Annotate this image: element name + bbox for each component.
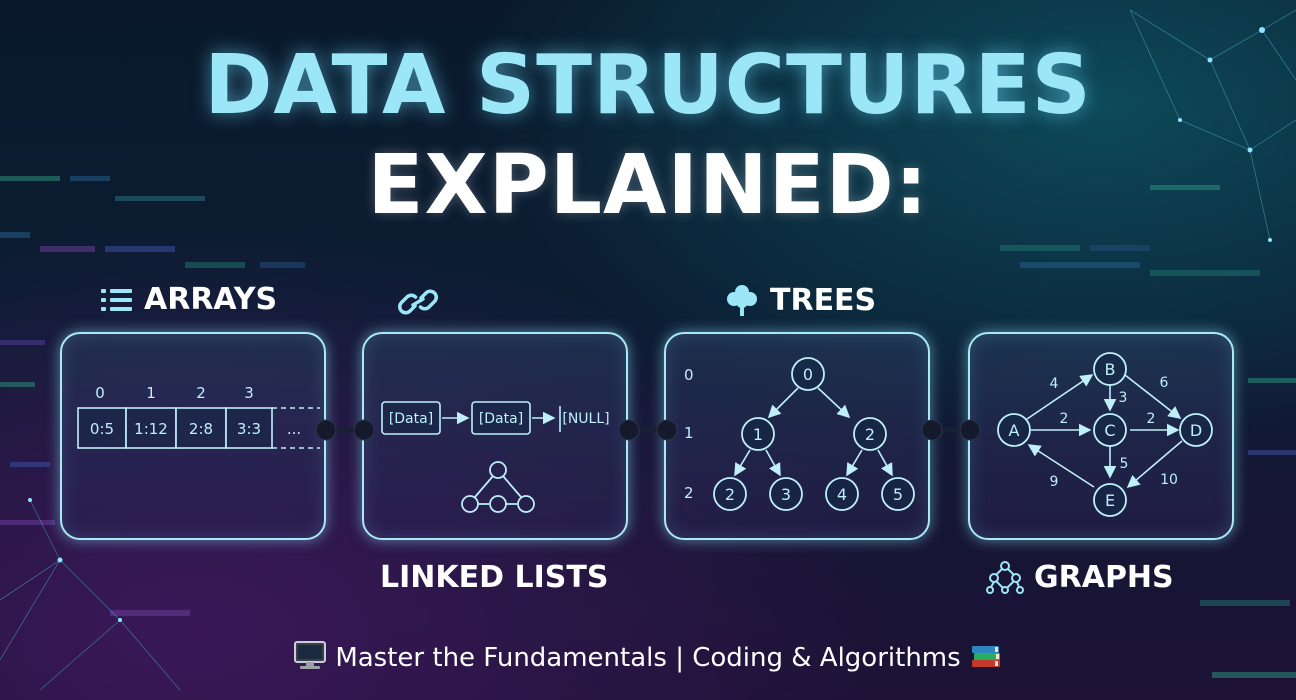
array-value: 3:3 (237, 420, 261, 438)
graphs-label: GRAPHS (1034, 560, 1174, 595)
list-null: [NULL] (562, 411, 609, 427)
edge-weight: 6 (1160, 375, 1169, 391)
edge-weight: 2 (1060, 411, 1069, 427)
arrays-heading: ARRAYS (100, 282, 277, 317)
edge-weight: 10 (1160, 472, 1178, 488)
graph-node (1093, 352, 1127, 386)
computer-icon (293, 640, 327, 677)
link-icon (398, 284, 438, 320)
tree-node-label: 1 (753, 425, 763, 444)
tree-node-label: 3 (781, 485, 791, 504)
arrays-label: ARRAYS (144, 282, 278, 317)
array-ellipsis: ... (287, 420, 301, 438)
linked-lists-icon-slot (398, 284, 438, 320)
tree-node-label: 4 (837, 485, 847, 504)
tree-node (825, 477, 859, 511)
array-index: 2 (196, 384, 206, 402)
graph-node-label: E (1105, 491, 1115, 510)
tree-node (769, 477, 803, 511)
tree-node-label: 0 (803, 365, 813, 384)
books-icon (969, 640, 1003, 677)
footer-text: Master the Fundamentals | Coding & Algor… (335, 643, 961, 673)
edge-weight: 9 (1050, 474, 1059, 490)
small-network-icon (461, 461, 535, 513)
panel-connector (315, 419, 375, 441)
trees-panel: 0 1 2 0 1 2 2 3 4 5 (664, 332, 930, 540)
panel-connector (921, 419, 981, 441)
graph-node-label: B (1105, 360, 1116, 379)
trees-label: TREES (770, 282, 877, 318)
linked-lists-label: LINKED LISTS (380, 560, 609, 595)
tree-level: 0 (684, 366, 694, 384)
list-node (471, 401, 531, 435)
tree-node (713, 477, 747, 511)
graph-node (1093, 413, 1127, 447)
graph-node-label: D (1190, 421, 1202, 440)
tree-node-label: 5 (893, 485, 903, 504)
footer: Master the Fundamentals | Coding & Algor… (0, 640, 1296, 677)
graphs-heading: GRAPHS (986, 560, 1174, 595)
tree-node-label: 2 (725, 485, 735, 504)
tree-node (881, 477, 915, 511)
linked-lists-panel: [Data] [Data] [NULL] (362, 332, 628, 540)
list-node-label: [Data] (479, 411, 523, 427)
graph-node-label: A (1009, 421, 1020, 440)
list-node-label: [Data] (389, 411, 433, 427)
tree-node (741, 417, 775, 451)
graph-node (997, 413, 1031, 447)
tree-node (853, 417, 887, 451)
list-node (381, 401, 441, 435)
array-value: 0:5 (90, 420, 114, 438)
graphs-panel: 4 6 3 2 2 5 9 10 A B C D E (968, 332, 1234, 540)
array-cell (225, 407, 273, 449)
tree-icon (724, 282, 760, 318)
graph-node-label: C (1104, 421, 1115, 440)
tree-level: 2 (684, 484, 694, 502)
array-value: 2:8 (189, 420, 213, 438)
array-value: 1:12 (134, 420, 168, 438)
tree-level: 1 (684, 424, 694, 442)
network-icon (986, 560, 1024, 595)
title-line-1: DATA STRUCTURES (204, 38, 1092, 133)
tree-node-label: 2 (865, 425, 875, 444)
list-icon (100, 285, 134, 315)
edge-weight: 3 (1119, 390, 1128, 406)
array-cell (77, 407, 127, 449)
trees-heading: TREES (724, 282, 876, 318)
arrays-panel: 0 1 2 3 0:5 1:12 2:8 3:3 ... (60, 332, 326, 540)
edge-weight: 4 (1050, 376, 1059, 392)
array-index: 1 (146, 384, 156, 402)
graph-node (1179, 413, 1213, 447)
tree-node (791, 357, 825, 391)
graph-node (1093, 483, 1127, 517)
title-line-2: EXPLAINED: (367, 138, 929, 233)
panel-connector (618, 419, 678, 441)
array-index: 3 (244, 384, 254, 402)
array-cell (125, 407, 177, 449)
array-index: 0 (95, 384, 105, 402)
edge-weight: 5 (1120, 456, 1129, 472)
edge-weight: 2 (1147, 411, 1156, 427)
